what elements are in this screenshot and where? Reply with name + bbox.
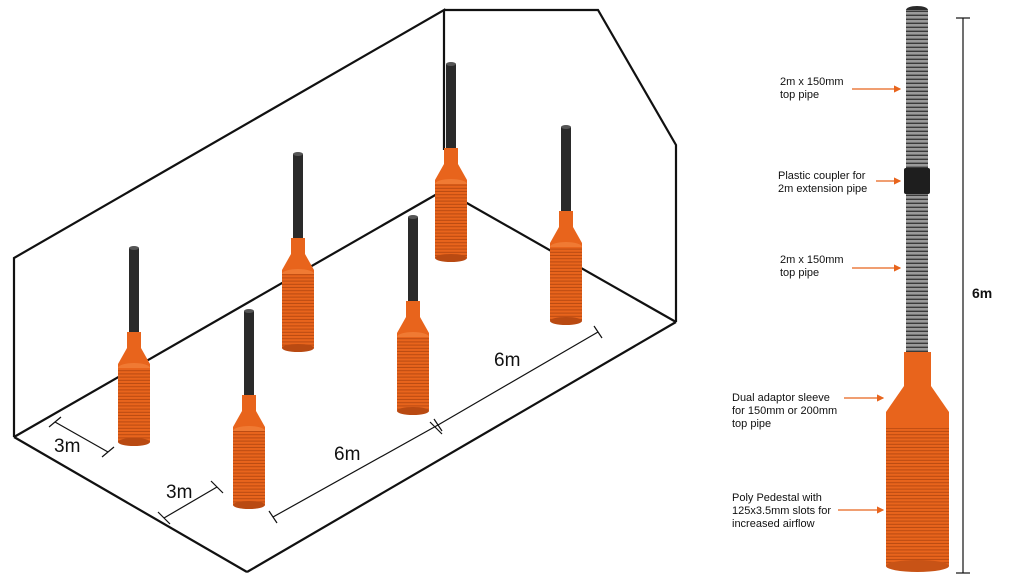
pedestal-base bbox=[233, 501, 265, 509]
pedestal-collar bbox=[444, 148, 458, 164]
pedestal-5 bbox=[118, 246, 150, 446]
dimension-lines bbox=[48, 17, 970, 574]
poly-pedestal-body bbox=[886, 428, 949, 566]
pedestal-adaptor-sleeve bbox=[233, 411, 265, 431]
poly-pedestal-base bbox=[886, 560, 949, 572]
pedestal-collar bbox=[127, 332, 141, 348]
pedestal-pipe bbox=[129, 248, 139, 334]
pedestal-body bbox=[233, 431, 265, 505]
pedestal-6 bbox=[233, 309, 265, 509]
plastic-coupler bbox=[904, 168, 930, 194]
pedestal-pipe bbox=[446, 64, 456, 150]
box-front-floor-edge bbox=[13, 436, 248, 573]
dim-label-6m-back: 6m bbox=[494, 350, 520, 371]
dim-tick bbox=[210, 480, 224, 494]
height-label: 6m bbox=[972, 285, 992, 301]
pedestal-base bbox=[397, 407, 429, 415]
pedestal-base bbox=[435, 254, 467, 262]
pedestal-body bbox=[282, 274, 314, 348]
pedestal-body bbox=[397, 337, 429, 411]
box-front-right-edge bbox=[246, 321, 677, 573]
pedestal-collar bbox=[242, 395, 256, 411]
pedestal-adaptor-sleeve bbox=[397, 317, 429, 337]
pedestal-pipe bbox=[244, 311, 254, 397]
pedestal-pipe-cap bbox=[446, 62, 456, 66]
dim-tick bbox=[157, 511, 171, 525]
callout-top-pipe-lower: 2m x 150mm top pipe bbox=[780, 254, 844, 279]
pedestal-base bbox=[118, 438, 150, 446]
callout-arrows bbox=[838, 85, 902, 514]
dim-line-6m-back bbox=[437, 331, 599, 426]
pedestal-adaptor-sleeve bbox=[435, 164, 467, 184]
dim-tick bbox=[48, 416, 62, 428]
pedestal-adaptor-sleeve bbox=[282, 254, 314, 274]
box-left-wall bbox=[12, 8, 446, 437]
pedestal-pipe-cap bbox=[408, 215, 418, 219]
dim-line-6m-front bbox=[272, 424, 439, 518]
pedestal-3 bbox=[282, 152, 314, 352]
pedestal-1 bbox=[435, 62, 467, 262]
callout-top-pipe-upper: 2m x 150mm top pipe bbox=[780, 76, 844, 101]
pedestal-collar bbox=[291, 238, 305, 254]
callout-poly-pedestal: Poly Pedestal with 125x3.5mm slots for i… bbox=[732, 492, 832, 530]
pedestal-adaptor-sleeve bbox=[550, 227, 582, 247]
adaptor-collar bbox=[904, 352, 931, 386]
box-back-floor-edge bbox=[13, 189, 445, 438]
pedestal-group bbox=[118, 62, 582, 509]
dim-tick bbox=[268, 510, 278, 524]
dim-tick bbox=[429, 421, 443, 435]
pedestal-pipe bbox=[293, 154, 303, 240]
pedestal-collar bbox=[406, 301, 420, 317]
pedestal-body bbox=[118, 368, 150, 442]
pedestal-2 bbox=[550, 125, 582, 325]
top-pipe-lower bbox=[906, 194, 928, 354]
pedestal-4 bbox=[397, 215, 429, 415]
pedestal-pipe-cap bbox=[244, 309, 254, 313]
box-top-edge bbox=[444, 8, 678, 322]
pedestal-pipe bbox=[408, 217, 418, 303]
storage-box-outline bbox=[12, 8, 678, 573]
dim-tick bbox=[593, 325, 603, 339]
callout-dual-adaptor-sleeve: Dual adaptor sleeve for 150mm or 200mm t… bbox=[732, 392, 838, 430]
pedestal-pipe-cap bbox=[293, 152, 303, 156]
pedestal-base bbox=[282, 344, 314, 352]
pedestal-body bbox=[550, 247, 582, 321]
pedestal-collar bbox=[559, 211, 573, 227]
pedestal-pipe bbox=[561, 127, 571, 213]
dim-line-3m-left bbox=[54, 421, 109, 453]
pedestal-adaptor-sleeve bbox=[118, 348, 150, 368]
dual-adaptor-sleeve bbox=[886, 386, 949, 430]
dim-tick bbox=[101, 446, 115, 458]
top-pipe-upper bbox=[906, 10, 928, 170]
pedestal-detail bbox=[886, 6, 949, 572]
pedestal-pipe-cap bbox=[129, 246, 139, 250]
dim-label-6m-front: 6m bbox=[334, 444, 360, 465]
dim-line-3m-front bbox=[163, 486, 218, 519]
pedestal-base bbox=[550, 317, 582, 325]
dim-label-3m-left: 3m bbox=[54, 436, 80, 457]
pedestal-pipe-cap bbox=[561, 125, 571, 129]
dim-label-3m-front: 3m bbox=[166, 482, 192, 503]
callout-plastic-coupler: Plastic coupler for 2m extension pipe bbox=[778, 170, 868, 195]
pedestal-body bbox=[435, 184, 467, 258]
